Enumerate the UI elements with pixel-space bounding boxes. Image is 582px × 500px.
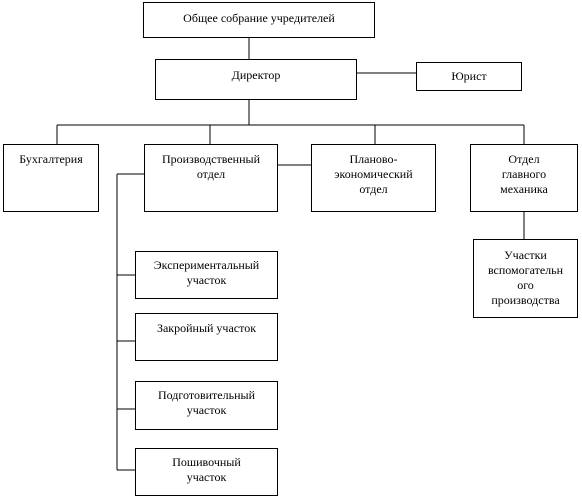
node-mechanic-dept-label: Отдел главного механика (500, 152, 548, 196)
node-experimental: Экспериментальный участок (135, 251, 278, 299)
node-experimental-label: Экспериментальный участок (153, 258, 260, 287)
node-director: Директор (155, 59, 357, 100)
node-production: Производственный отдел (144, 144, 278, 212)
node-planning-label: Планово- экономический отдел (334, 152, 413, 196)
node-sewing-label: Пошивочный участок (172, 455, 241, 484)
node-preparatory-label: Подготовительный участок (157, 388, 255, 417)
node-sewing: Пошивочный участок (135, 448, 278, 496)
node-auxiliary: Участки вспомогательн ого производства (473, 239, 578, 318)
node-cutting-label: Закройный участок (156, 321, 257, 335)
node-mechanic-dept: Отдел главного механика (470, 144, 578, 212)
node-production-label: Производственный отдел (162, 152, 260, 181)
node-lawyer-label: Юрист (451, 69, 487, 83)
node-preparatory: Подготовительный участок (135, 381, 278, 430)
node-lawyer: Юрист (416, 62, 522, 91)
node-cutting: Закройный участок (135, 313, 278, 361)
node-auxiliary-label: Участки вспомогательн ого производства (487, 248, 564, 307)
node-accounting: Бухгалтерия (3, 144, 99, 212)
node-accounting-label: Бухгалтерия (19, 152, 83, 166)
node-director-label: Директор (231, 68, 281, 82)
node-planning: Планово- экономический отдел (311, 144, 436, 212)
node-assembly-label: Общее собрание учредителей (183, 11, 335, 25)
node-assembly: Общее собрание учредителей (143, 2, 375, 38)
